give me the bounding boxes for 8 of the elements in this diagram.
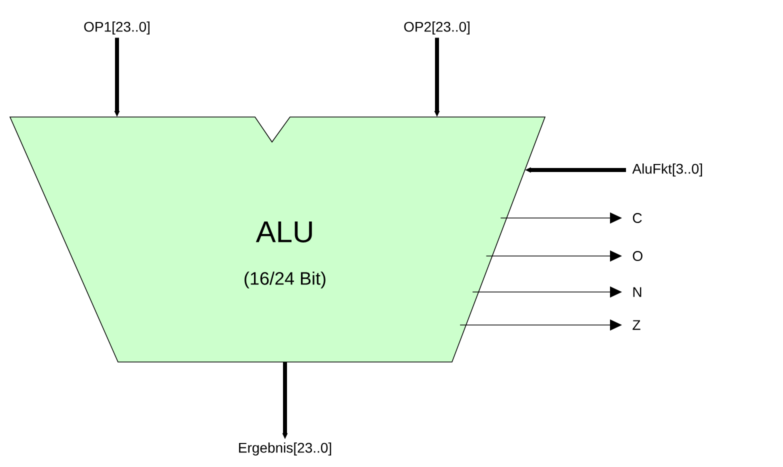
signal-label: C: [632, 213, 642, 223]
signal-label: OP2[23..0]: [404, 21, 470, 35]
signal-label: Z: [632, 320, 640, 330]
signal-label: AluFkt[3..0]: [632, 163, 702, 177]
signal-label: OP1[23..0]: [84, 21, 150, 35]
signal-label: N: [633, 287, 642, 297]
signal-label: O: [632, 251, 642, 261]
signal-label: Ergebnis[23..0]: [239, 442, 332, 456]
